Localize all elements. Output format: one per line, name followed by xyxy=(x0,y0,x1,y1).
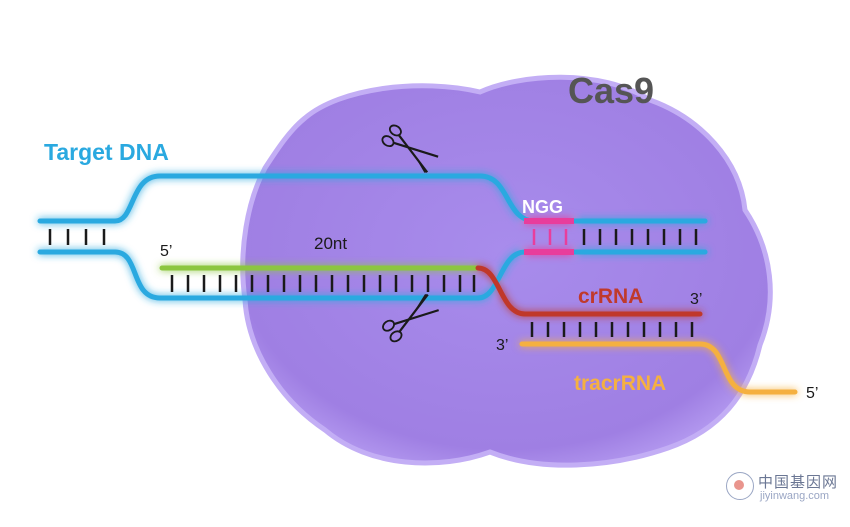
target-dna-label: Target DNA xyxy=(44,139,169,165)
cas9-protein xyxy=(240,74,773,468)
pam-rungs xyxy=(532,229,568,245)
five-prime-right-label: 5’ xyxy=(806,385,818,402)
twenty-nt-label: 20nt xyxy=(314,234,347,253)
dna-top-strand xyxy=(37,173,708,224)
tracrrna-strand xyxy=(519,341,798,395)
watermark-en-text: jiyinwang.com xyxy=(760,490,830,502)
watermark: 中国基因网 jiyinwang.com xyxy=(722,470,846,506)
crrna-label: crRNA xyxy=(578,285,643,308)
cas9-label: Cas9 xyxy=(568,70,654,111)
watermark-logo-icon xyxy=(726,472,754,500)
crrna-tracrrna-rungs xyxy=(530,322,694,337)
three-prime-tracr-label: 3’ xyxy=(496,337,508,354)
scissors-icon-bottom xyxy=(382,293,440,343)
guide-target-rungs xyxy=(170,275,476,292)
watermark-cn-text: 中国基因网 xyxy=(758,473,839,491)
five-prime-left-label: 5’ xyxy=(160,243,172,260)
dna-rungs-left xyxy=(48,229,106,245)
dna-rungs-right xyxy=(582,229,698,245)
ngg-label: NGG xyxy=(522,197,563,217)
tracrrna-label: tracrRNA xyxy=(574,372,666,395)
crrna-strand xyxy=(475,265,703,317)
dna-bottom-strand xyxy=(37,249,708,301)
three-prime-crrna-label: 3’ xyxy=(690,291,702,308)
scissors-icon-top xyxy=(381,124,439,173)
